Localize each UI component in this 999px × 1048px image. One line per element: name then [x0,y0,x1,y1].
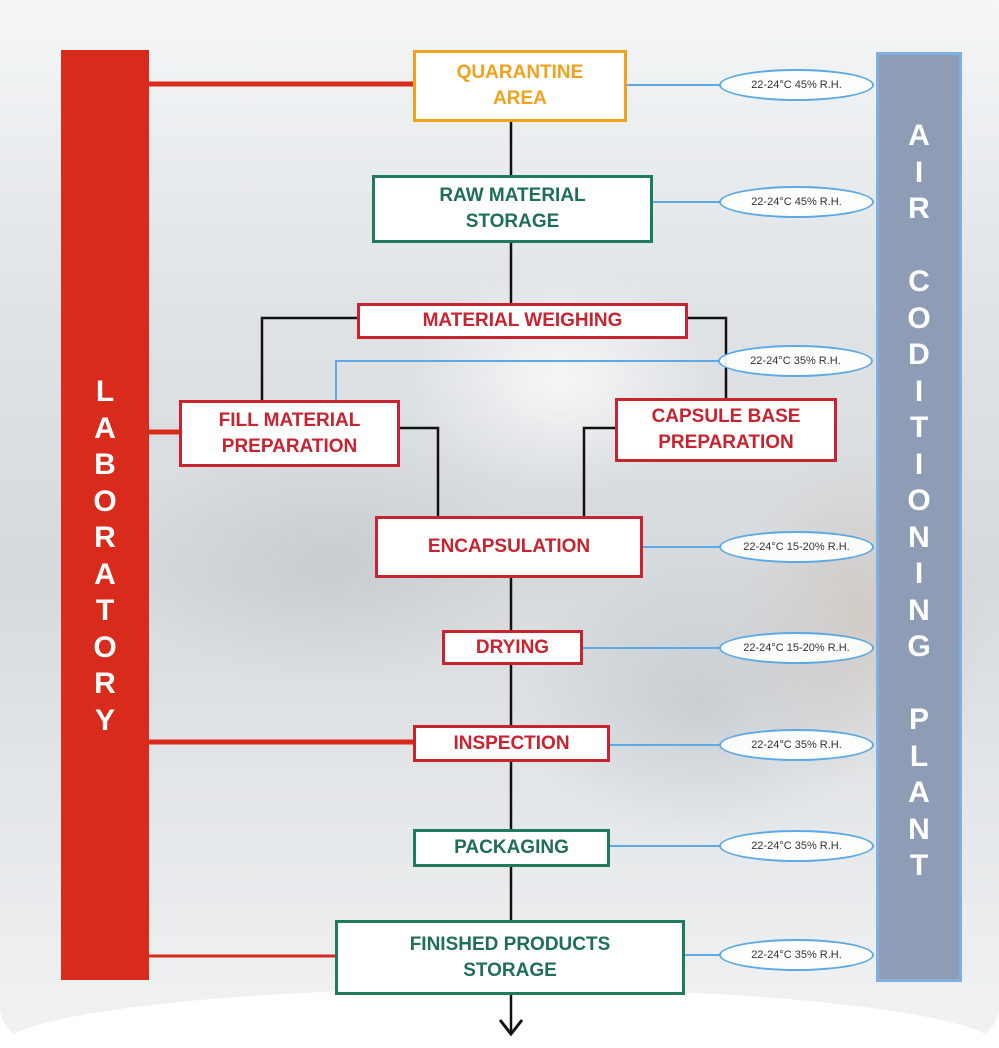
air-plant-letter: C [908,265,930,298]
laboratory-letter: A [94,557,116,591]
step-finished-products-storage: FINISHED PRODUCTS STORAGE [335,920,685,995]
step-inspection: INSPECTION [413,725,610,762]
air-plant-letter: A [908,119,930,152]
step-capsule-base-preparation: CAPSULE BASE PREPARATION [615,398,837,462]
air-plant-letter: I [914,447,924,481]
air-plant-letter [879,669,959,706]
air-plant-letter: T [909,849,929,882]
air-plant-letter: N [908,593,930,627]
air-plant-letter: I [914,557,924,590]
step-raw-material-storage: RAW MATERIAL STORAGE [372,175,653,243]
air-plant-letter: T [909,411,929,444]
air-plant-letter: G [907,630,931,663]
step-material-weighing: MATERIAL WEIGHING [357,303,688,339]
air-plant-letter: R [908,192,930,225]
air-plant-letter: I [914,155,924,189]
laboratory-letter: O [93,484,117,518]
air-plant-letter: A [908,776,930,809]
flow-weighing-fill [260,316,359,403]
air-plant-letter: N [908,812,930,846]
laboratory-letter: R [94,667,116,700]
laboratory-letter: R [94,521,116,554]
air-plant-letter [879,231,959,268]
cond-link-weighing [335,360,719,400]
air-plant-letter: O [907,301,931,335]
condition-finished: 22-24°C 35% R.H. [719,939,874,971]
air-plant-letter: I [914,374,924,408]
condition-encapsulation: 22-24°C 15-20% R.H. [719,531,874,563]
condition-drying: 22-24°C 15-20% R.H. [719,632,874,664]
air-plant-letter: L [909,739,929,773]
step-drying: DRYING [442,630,583,665]
air-plant-letter: D [908,338,930,371]
air-plant-letter: N [908,520,930,554]
air-plant-letter: P [908,703,929,736]
step-quarantine-area: QUARANTINE AREA [413,50,627,122]
condition-inspection: 22-24°C 35% R.H. [719,729,874,761]
laboratory-letter: O [93,630,117,664]
laboratory-letter: A [94,411,116,445]
condition-weighing: 22-24°C 35% R.H. [718,345,873,377]
air-plant-letter: O [907,484,931,517]
condition-quarantine: 22-24°C 45% R.H. [719,69,874,101]
laboratory-letter: L [95,375,115,408]
step-encapsulation: ENCAPSULATION [375,516,643,578]
laboratory-letter: T [95,594,115,627]
condition-packaging: 22-24°C 35% R.H. [719,830,874,862]
condition-raw-material: 22-24°C 45% R.H. [719,186,874,218]
flow-fill-encapsulation [398,426,440,518]
laboratory-letter: Y [94,703,115,737]
flow-out-arrowhead [498,1019,524,1037]
step-packaging: PACKAGING [413,829,610,867]
laboratory-letter: B [94,448,116,481]
step-fill-material-preparation: FILL MATERIAL PREPARATION [179,400,400,467]
flow-capsule-encapsulation [582,426,617,518]
flow-weighing-capsule [686,316,728,400]
